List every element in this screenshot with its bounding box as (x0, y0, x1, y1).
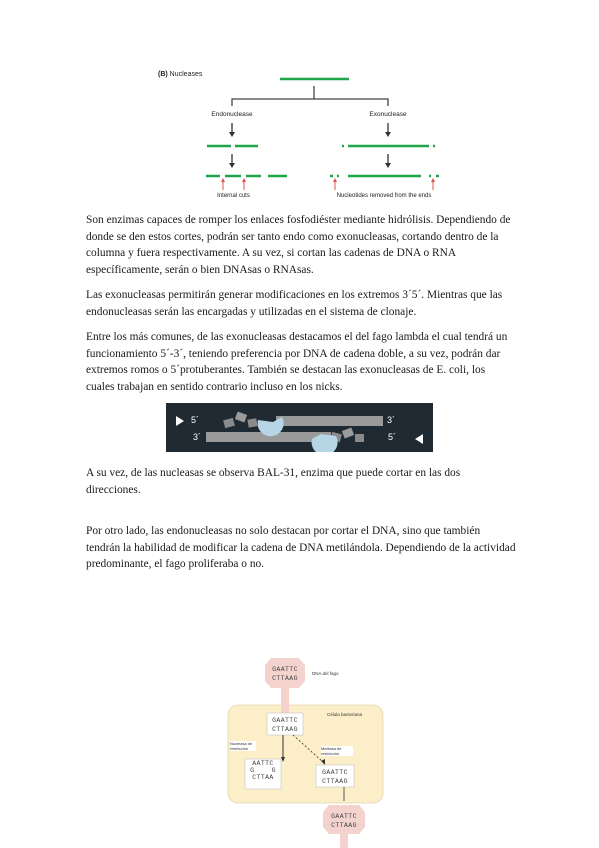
phage-head-top (265, 658, 305, 688)
endonuclease-label: Endonuclease (211, 111, 253, 118)
exonuclease-animation: 5´ 3´ 3´ 5´ (166, 403, 433, 452)
restriction-methylase-label: Metilasa de restricción (321, 746, 353, 756)
arrow-exo-2-head (385, 163, 391, 168)
bottom-left-end: 3´ (193, 432, 202, 442)
phage-tail-top (281, 688, 289, 715)
play-icon (176, 416, 184, 426)
arrow-down-right-head (321, 759, 325, 765)
methylated-sequence: GAATTC CTTAAG (316, 768, 354, 786)
exonuclease-bottom (311, 434, 338, 452)
bacterial-cell-label: Célula bacteriana (327, 712, 363, 717)
end-arrow-1-head (333, 178, 337, 182)
cut-seq-line-2: G G (245, 767, 281, 774)
arrow-exo-1-head (385, 132, 391, 137)
paragraph-nucleases-intro: Son enzimas capaces de romper los enlace… (86, 214, 511, 276)
bottom-strand-bar (206, 432, 331, 442)
bottom-seq-line-2: CTTAAG (331, 822, 357, 829)
left-seq-box (244, 758, 282, 790)
cut-arrow-2-head (242, 178, 246, 182)
nucleotide-2 (234, 411, 248, 423)
nucleotide-3 (247, 418, 258, 428)
nucleases-diagram (206, 77, 439, 190)
paragraph-lambda-exonuclease: Entre los más comunes, de las exonucleas… (86, 331, 508, 393)
paragraph-exonucleases: Las exonucleasas permitirán generar modi… (86, 289, 503, 318)
restriction-figure: GAATTC CTTAAG DNA del fago Célula bacter… (225, 655, 385, 848)
bottom-right-end: 5´ (388, 432, 397, 442)
nucleases-figure: (B) Nucleases (150, 66, 450, 206)
top-left-end: 5´ (191, 415, 200, 425)
cut-seq-line-1: AATTC (252, 760, 274, 767)
animation-graphic (176, 411, 423, 452)
ends-removed-caption: Nucleotides removed from the ends (336, 193, 432, 199)
nucleotide-6 (355, 434, 364, 442)
paragraph-endonucleases: Por otro lado, las endonucleasas no solo… (86, 525, 516, 570)
cut-arrow-1-head (221, 178, 225, 182)
rewind-icon (415, 434, 423, 444)
phage-head-bottom (323, 805, 365, 834)
internal-cuts-caption: Internal cuts (217, 193, 250, 199)
top-sequence: GAATTC CTTAAG (265, 665, 305, 683)
paragraph-bal31: A su vez, de las nucleasas se observa BA… (86, 467, 461, 496)
right-seq-box (315, 764, 355, 788)
top-strand-bar (276, 416, 383, 426)
figure-title: Nucleases (169, 71, 203, 78)
cut-seq-g-bottom: G (271, 767, 276, 774)
phage-dna-label: DNA del fago (312, 671, 339, 676)
cell-seq-line-2: CTTAAG (272, 726, 298, 733)
inner-seq-box (266, 712, 304, 736)
exonuclease-top (257, 417, 284, 437)
top-seq-line-2: CTTAAG (272, 675, 298, 682)
methylated-seq-line-1: GAATTC (322, 769, 348, 776)
nucleotide-5 (341, 427, 355, 439)
restriction-graphic (227, 658, 384, 848)
end-arrow-2-head (431, 178, 435, 182)
arrow-down-right (292, 734, 324, 763)
tree-branch (231, 98, 389, 106)
cell-sequence: GAATTC CTTAAG (267, 716, 303, 734)
top-seq-line-1: GAATTC (272, 666, 298, 673)
exonuclease-label: Exonuclease (369, 111, 407, 118)
cut-sequence: AATTC G G CTTAA (245, 760, 281, 781)
restriction-nuclease-label: Nucleasa de restricción (230, 741, 256, 751)
arrow-endo-2-head (229, 163, 235, 168)
top-right-end: 3´ (387, 415, 396, 425)
arrow-endo-1-head (229, 132, 235, 137)
methylated-seq-line-2: CTTAAG (322, 778, 348, 785)
bottom-sequence: GAATTC CTTAAG (324, 812, 364, 830)
phage-tail-bottom (340, 834, 348, 848)
bottom-seq-line-1: GAATTC (331, 813, 357, 820)
figure-panel-label: (B) Nucleases (158, 71, 202, 78)
cell-seq-line-1: GAATTC (272, 717, 298, 724)
panel-letter: (B) (158, 71, 168, 78)
arrow-down-left-head (281, 757, 285, 762)
cut-seq-g-top: G (250, 767, 255, 774)
nucleotide-1 (223, 417, 235, 429)
cut-seq-line-3: CTTAA (252, 774, 274, 781)
